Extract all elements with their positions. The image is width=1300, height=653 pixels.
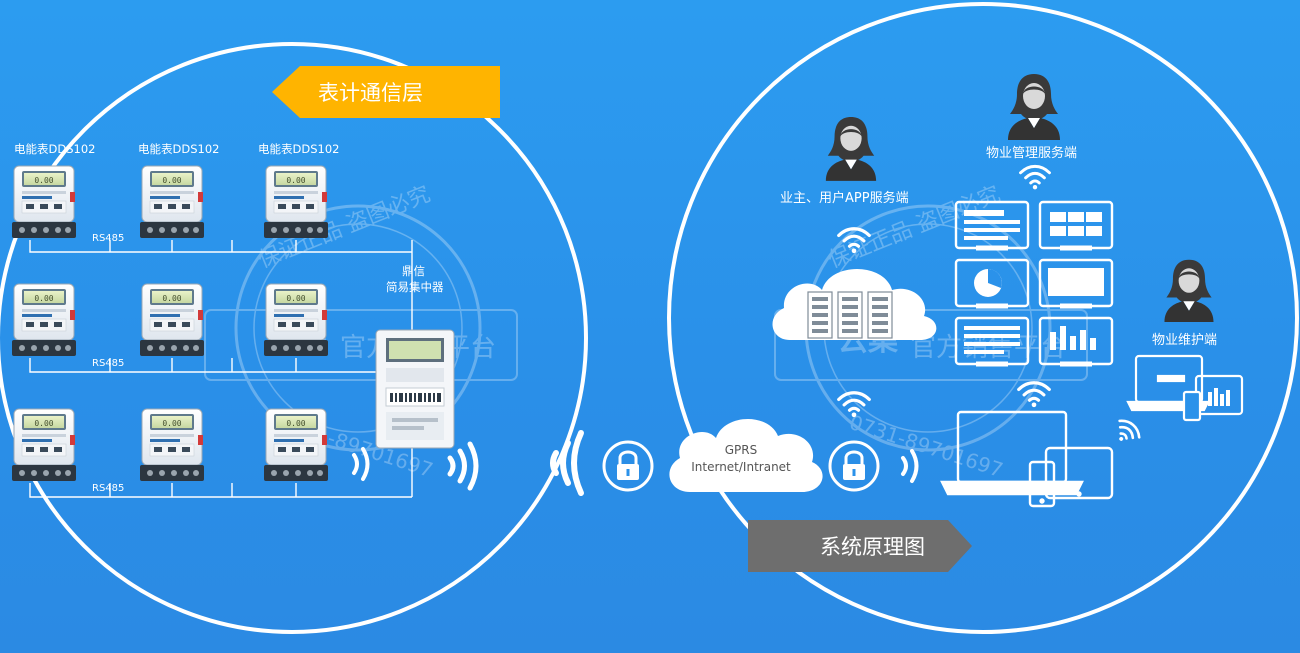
maintenance-person-icon — [1164, 259, 1214, 322]
concentrator-device — [375, 329, 455, 449]
meter-r2c1 — [12, 283, 76, 357]
meter-grid — [12, 165, 328, 482]
monitor-grid — [954, 200, 1114, 367]
wifi-icon-maintenance — [1108, 415, 1145, 450]
tablet — [1044, 446, 1114, 500]
maintenance-devices — [1126, 354, 1244, 422]
meter-r1c1 — [12, 165, 76, 239]
bus-label-1: RS485 — [92, 233, 124, 244]
gprs-cloud-line1: GPRS — [725, 443, 758, 457]
meter-r3c3 — [264, 408, 328, 482]
watermark-left: 云集 官方销售平台 保证正品 盗图必究 0731-89701697 — [204, 182, 518, 482]
meter-r3c2 — [140, 408, 204, 482]
signal-arcs-left — [352, 430, 584, 496]
pie-slice — [988, 269, 1002, 288]
comm-layer-banner: 表计通信层 — [272, 66, 500, 118]
wifi-icon-mgmt — [1019, 164, 1051, 190]
bus-label-3: RS485 — [92, 483, 124, 494]
left-circle — [0, 42, 588, 634]
gprs-cloud-line2: Internet/Intranet — [691, 460, 791, 474]
system-diagram-banner-label: 系统原理图 — [820, 535, 925, 559]
property-mgmt-person-icon — [1008, 74, 1060, 140]
gprs-cloud: GPRS Internet/Intranet — [669, 418, 823, 492]
rs485-wiring — [29, 240, 413, 498]
comm-layer-banner-label: 表计通信层 — [318, 81, 423, 105]
right-circle — [667, 2, 1299, 634]
system-diagram-banner: 系统原理图 — [748, 520, 972, 572]
owner-person-icon — [825, 117, 877, 181]
meter-r1c2 — [140, 165, 204, 239]
meter-r1c3 — [264, 165, 328, 239]
meter-label-3: 电能表DDS102 — [258, 142, 339, 156]
monitor-content — [964, 210, 1104, 354]
owner-label: 业主、用户APP服务端 — [780, 190, 909, 206]
meter-r2c2 — [140, 283, 204, 357]
concentrator-subtitle: 简易集中器 — [386, 280, 444, 294]
lock-icon — [602, 440, 654, 492]
maintenance-label: 物业维护端 — [1152, 333, 1217, 348]
concentrator-title: 鼎信 — [402, 264, 425, 278]
meter-label-2: 电能表DDS102 — [138, 142, 219, 156]
meter-r3c1 — [12, 408, 76, 482]
signal-arcs-right-bottom — [901, 449, 919, 483]
meter-label-1: 电能表DDS102 — [14, 142, 95, 156]
bus-label-2: RS485 — [92, 358, 124, 369]
lock-icon-right — [828, 440, 880, 492]
watermark-phone-right: 0731-89701697 — [846, 410, 1006, 482]
server-cloud — [772, 269, 937, 340]
property-mgmt-label: 物业管理服务端 — [986, 145, 1077, 161]
phone — [1028, 460, 1056, 508]
meter-r2c3 — [264, 283, 328, 357]
